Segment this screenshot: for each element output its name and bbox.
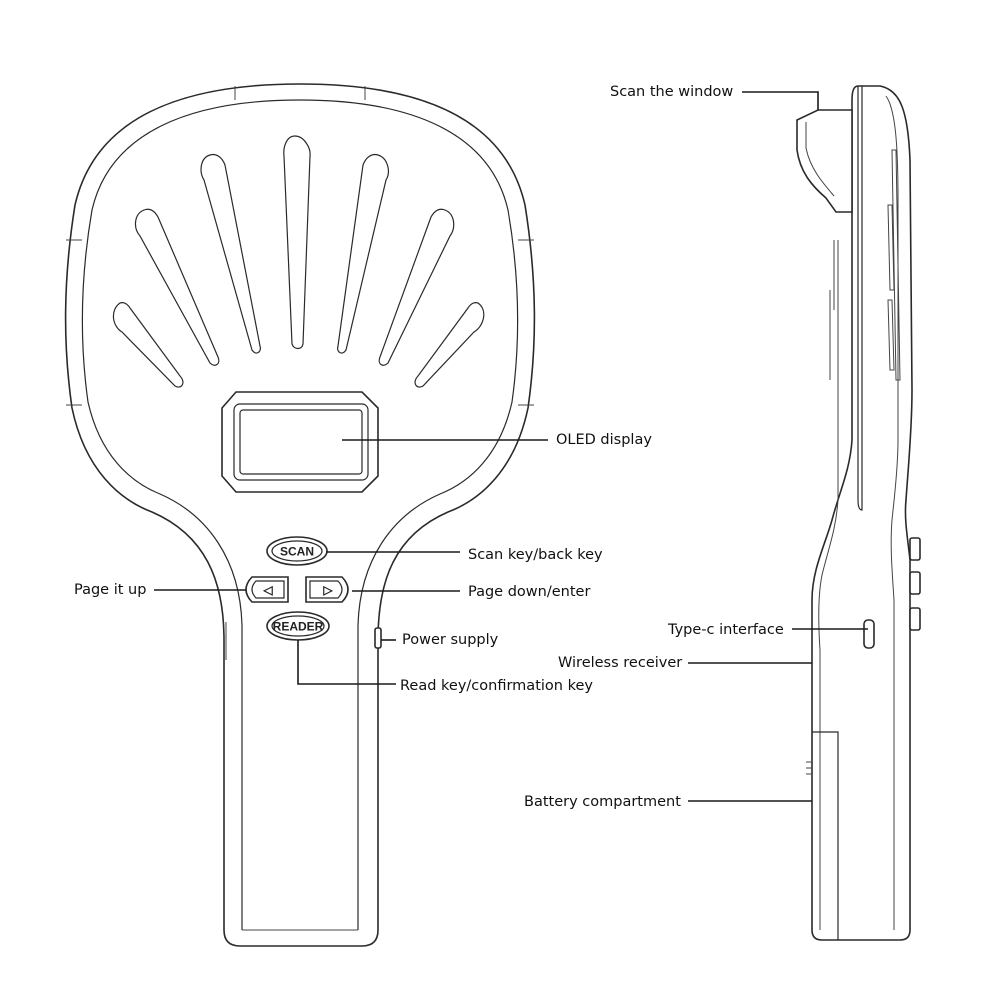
side-recess-mid bbox=[887, 204, 895, 291]
side-back-contour bbox=[885, 95, 899, 930]
scan-button-label: SCAN bbox=[280, 545, 314, 559]
reader-button[interactable]: READER bbox=[266, 611, 330, 641]
page-down-button[interactable]: ▷ bbox=[305, 576, 349, 603]
vent-slot bbox=[414, 302, 485, 388]
oled-display bbox=[221, 391, 379, 493]
side-recess-low bbox=[887, 299, 895, 371]
side-view bbox=[796, 85, 921, 941]
side-center-seam bbox=[857, 86, 863, 511]
front-rim-seams bbox=[66, 86, 534, 406]
label-wireless: Wireless receiver bbox=[558, 655, 682, 671]
scan-window-bump bbox=[796, 109, 853, 213]
page-up-button[interactable]: ◁ bbox=[245, 576, 289, 603]
label-read-key: Read key/confirmation key bbox=[400, 678, 593, 694]
front-head-inner-rim bbox=[81, 99, 519, 930]
label-oled-display: OLED display bbox=[556, 432, 652, 448]
vent-slot bbox=[112, 302, 184, 388]
oled-screen bbox=[239, 409, 363, 475]
side-grip-line bbox=[829, 240, 835, 380]
battery-compartment bbox=[812, 731, 839, 940]
vent-slot bbox=[337, 153, 389, 354]
front-vent-slots bbox=[112, 135, 485, 388]
callout-lines bbox=[154, 91, 868, 802]
side-button-scan[interactable] bbox=[909, 537, 921, 561]
callout-labels: Scan the window OLED display Scan key/ba… bbox=[74, 84, 784, 810]
label-page-up: Page it up bbox=[74, 582, 146, 598]
side-button-reader[interactable] bbox=[909, 607, 921, 631]
page-up-glyph: ◁ bbox=[262, 583, 273, 597]
front-body-outline bbox=[64, 83, 536, 947]
label-typec: Type-c interface bbox=[667, 622, 784, 638]
callout-line-read-key bbox=[297, 640, 396, 685]
reader-button-label: READER bbox=[273, 620, 324, 634]
label-scan-window: Scan the window bbox=[610, 84, 733, 100]
label-scan-key: Scan key/back key bbox=[468, 547, 603, 563]
side-front-contour bbox=[818, 240, 839, 930]
scan-window-inner bbox=[805, 122, 835, 197]
callout-line-scan-window bbox=[742, 91, 819, 110]
label-power-supply: Power supply bbox=[402, 632, 499, 648]
vent-slot bbox=[134, 208, 220, 366]
label-battery: Battery compartment bbox=[524, 794, 681, 810]
scan-button[interactable]: SCAN bbox=[266, 536, 328, 566]
side-button-nav[interactable] bbox=[909, 571, 921, 595]
oled-bezel-outer bbox=[221, 391, 379, 493]
front-view: SCAN ◁ ▷ READER bbox=[64, 83, 536, 947]
typec-port bbox=[863, 619, 875, 649]
battery-ridges bbox=[806, 761, 812, 775]
label-page-down: Page down/enter bbox=[468, 584, 590, 600]
oled-bezel-inner bbox=[233, 403, 369, 481]
power-supply-jack bbox=[374, 627, 382, 649]
vent-slot bbox=[378, 208, 455, 366]
side-recess-upper bbox=[891, 149, 901, 381]
page-down-glyph: ▷ bbox=[322, 583, 333, 597]
vent-slot bbox=[200, 153, 261, 354]
vent-slot bbox=[283, 135, 311, 350]
side-body-outline bbox=[811, 85, 913, 941]
